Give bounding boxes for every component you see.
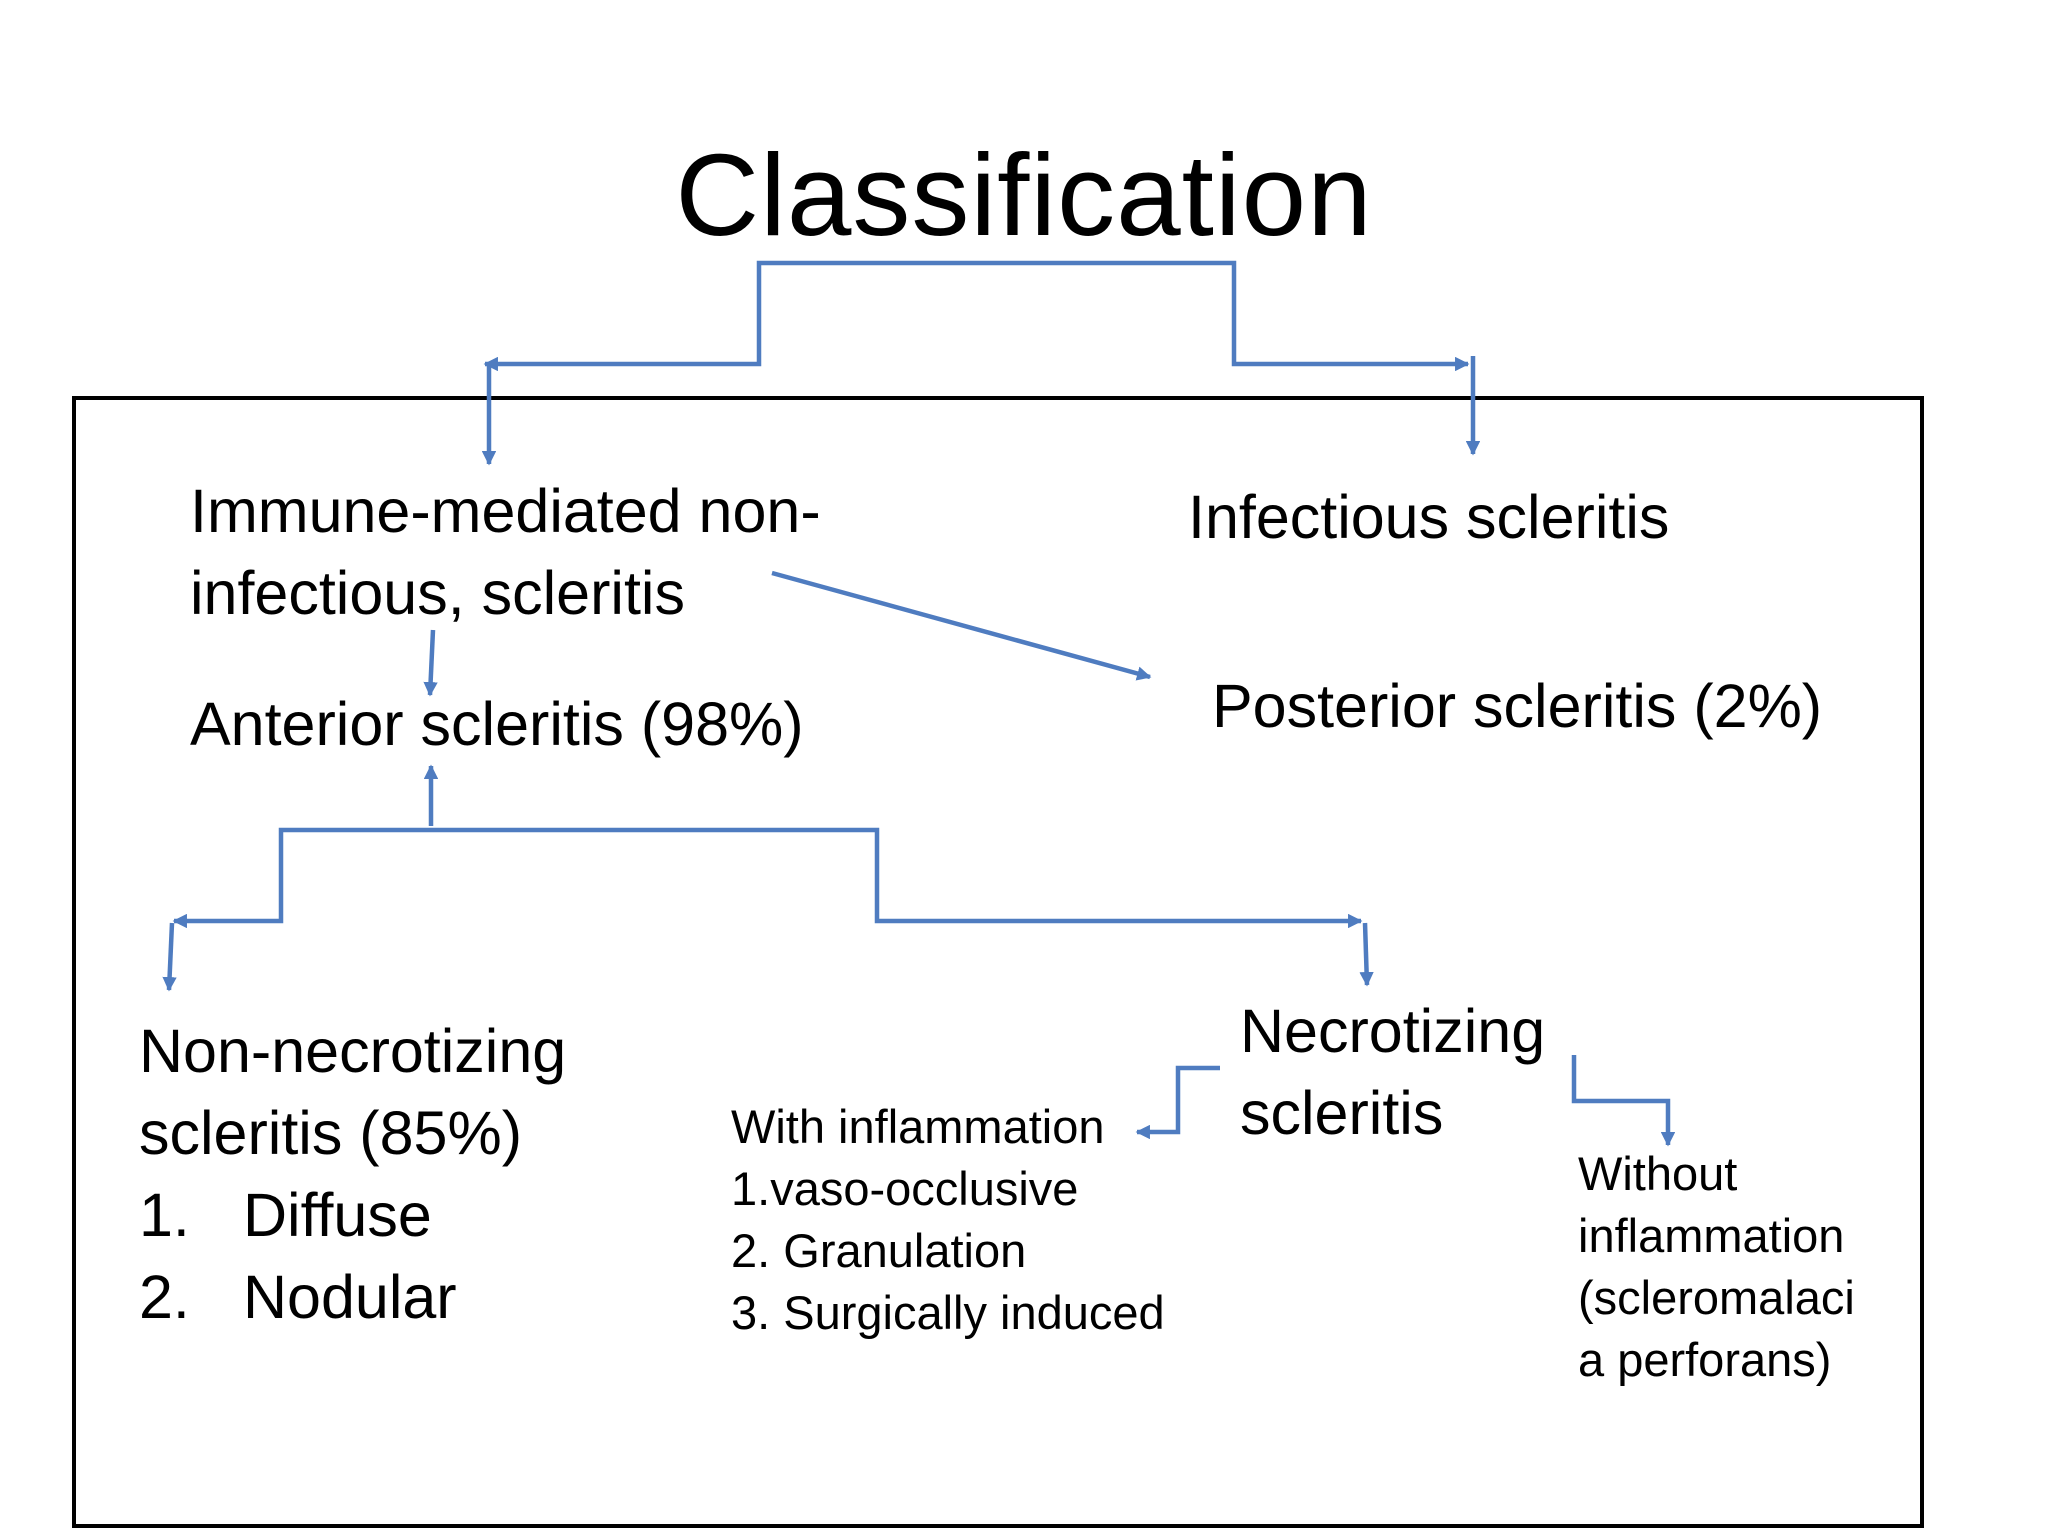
node-with-inflammation-line: 2. Granulation bbox=[731, 1224, 1027, 1277]
node-immune-mediated-line: infectious, scleritis bbox=[190, 559, 685, 627]
list-item-number: 2. bbox=[139, 1263, 190, 1331]
node-non-necrotizing-line: scleritis (85%) bbox=[139, 1099, 523, 1167]
connector-down-non-necrotizing bbox=[162, 922, 177, 992]
connector-necrotizing-to-with bbox=[1135, 1065, 1220, 1140]
node-necrotizing-line: Necrotizing bbox=[1240, 997, 1546, 1065]
connector-anterior-split-left bbox=[172, 827, 431, 929]
content-frame bbox=[72, 396, 1924, 1528]
list-item-label: Diffuse bbox=[243, 1181, 432, 1249]
node-without-inflammation-line: inflammation bbox=[1578, 1209, 1845, 1262]
node-non-necrotizing-line: Non-necrotizing bbox=[139, 1017, 567, 1085]
node-without-inflammation-line: Without bbox=[1578, 1147, 1738, 1200]
list-item: 1. Diffuse bbox=[139, 1174, 566, 1256]
node-without-inflammation-line: a perforans) bbox=[1578, 1333, 1832, 1386]
node-without-inflammation-line: (scleromalaci bbox=[1578, 1271, 1855, 1324]
node-necrotizing: Necrotizing scleritis bbox=[1240, 990, 1545, 1154]
list-item-number: 1. bbox=[139, 1181, 190, 1249]
node-immune-mediated-line: Immune-mediated non- bbox=[190, 477, 821, 545]
node-posterior-scleritis: Posterior scleritis (2%) bbox=[1212, 672, 1823, 740]
node-with-inflammation-line: With inflammation bbox=[731, 1100, 1105, 1153]
connector-title-to-infectious bbox=[483, 260, 1015, 372]
diagram-title: Classification bbox=[675, 130, 1373, 260]
connector-immune-to-anterior bbox=[423, 629, 438, 697]
node-immune-mediated: Immune-mediated non- infectious, sclerit… bbox=[190, 470, 821, 634]
node-infectious-scleritis: Infectious scleritis bbox=[1188, 483, 1670, 551]
connector-anterior-split-right bbox=[431, 827, 1363, 929]
connector-necrotizing-to-without bbox=[1571, 1055, 1676, 1147]
node-necrotizing-line: scleritis bbox=[1240, 1079, 1444, 1147]
connector-title-to-immune bbox=[1015, 260, 1470, 372]
node-with-inflammation: With inflammation 1.vaso-occlusive 2. Gr… bbox=[731, 1096, 1165, 1344]
list-item: 2. Nodular bbox=[139, 1256, 566, 1338]
connector-down-necrotizing bbox=[1359, 922, 1374, 987]
node-with-inflammation-line: 1.vaso-occlusive bbox=[731, 1162, 1079, 1215]
node-anterior-scleritis: Anterior scleritis (98%) bbox=[190, 690, 804, 758]
node-without-inflammation: Without inflammation (scleromalaci a per… bbox=[1578, 1143, 1855, 1391]
node-with-inflammation-line: 3. Surgically induced bbox=[731, 1286, 1165, 1339]
connector-immune-to-posterior bbox=[771, 570, 1152, 681]
list-item-label: Nodular bbox=[243, 1263, 457, 1331]
node-non-necrotizing: Non-necrotizing scleritis (85%) 1. Diffus… bbox=[139, 1010, 566, 1338]
